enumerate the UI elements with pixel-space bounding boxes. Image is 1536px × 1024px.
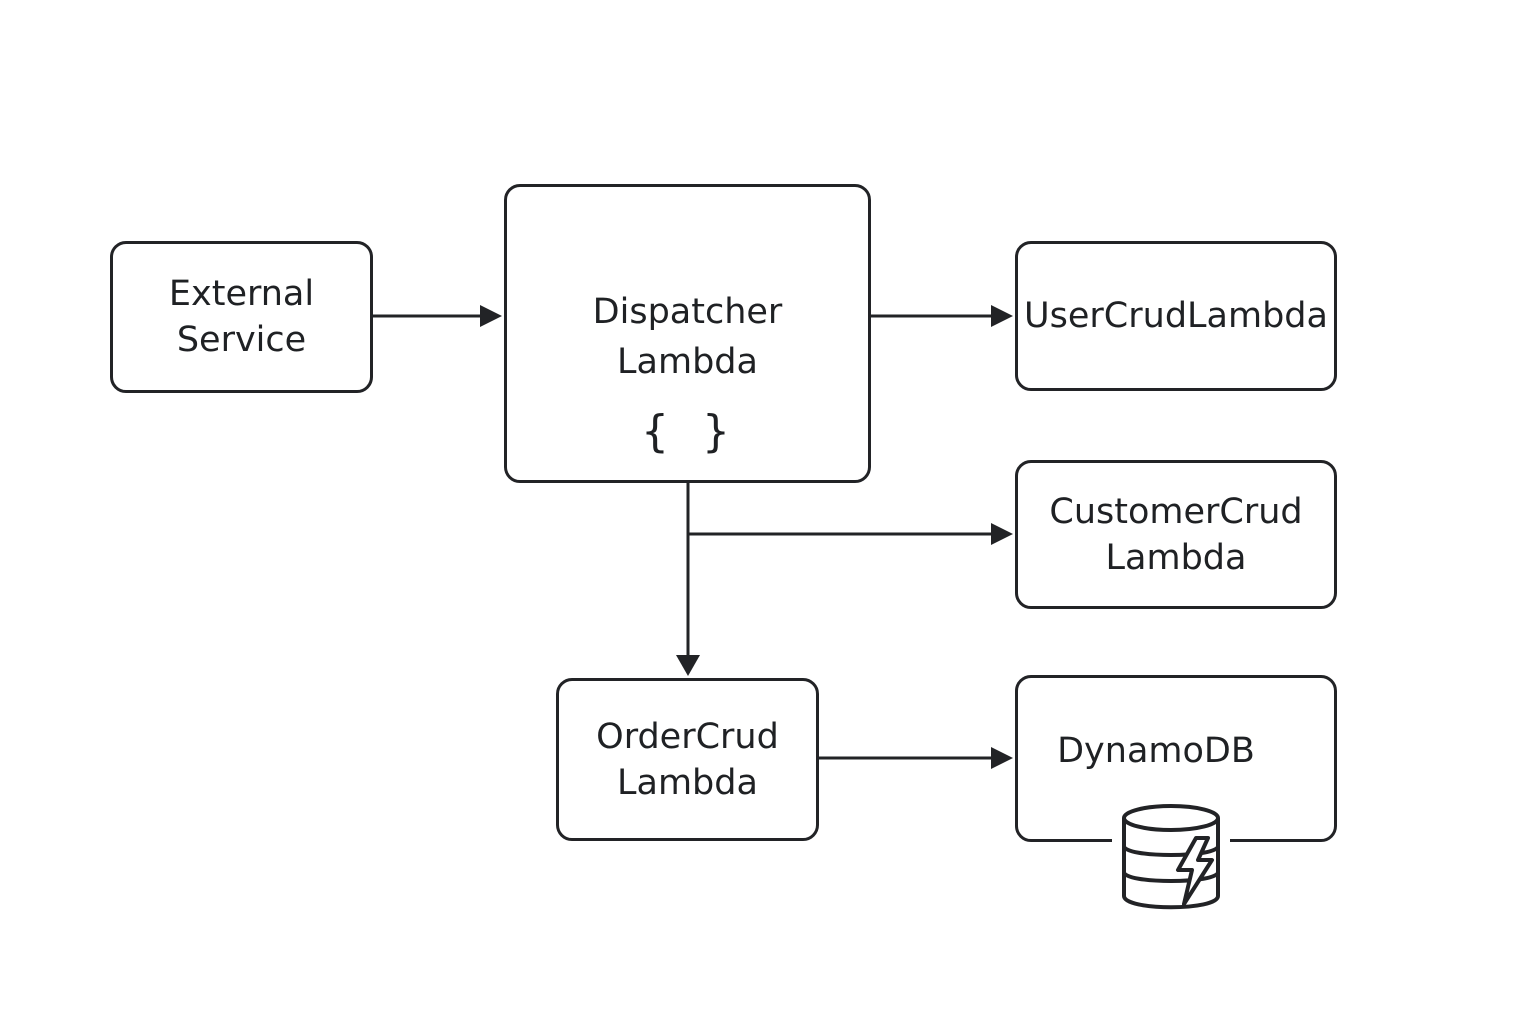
arrowhead-external-to-dispatcher <box>480 305 502 327</box>
dispatcher-lambda-node: Dispatcher Lambda { } <box>504 184 871 483</box>
customer-crud-lambda-label: CustomerCrud Lambda <box>1049 491 1303 578</box>
external-service-label: External Service <box>168 274 315 360</box>
arrowhead-dispatcher-to-customercrud <box>991 523 1013 545</box>
order-crud-lambda-label: OrderCrud Lambda <box>596 716 779 803</box>
arrowhead-dispatcher-to-usercrud <box>991 305 1013 327</box>
external-service-node: External Service <box>110 241 373 393</box>
dispatcher-lambda-label: Dispatcher Lambda <box>592 292 783 382</box>
dynamodb-database-icon <box>1112 796 1230 918</box>
dynamodb-label: DynamoDB <box>1057 731 1255 771</box>
order-crud-lambda-node: OrderCrud Lambda <box>556 678 819 841</box>
arrowhead-ordercrud-to-dynamodb <box>991 747 1013 769</box>
code-braces-icon: { } <box>641 406 734 457</box>
user-crud-lambda-node: UserCrudLambda <box>1015 241 1337 391</box>
customer-crud-lambda-node: CustomerCrud Lambda <box>1015 460 1337 609</box>
arrowhead-dispatcher-to-ordercrud <box>676 655 700 676</box>
user-crud-lambda-label: UserCrudLambda <box>1024 296 1328 336</box>
